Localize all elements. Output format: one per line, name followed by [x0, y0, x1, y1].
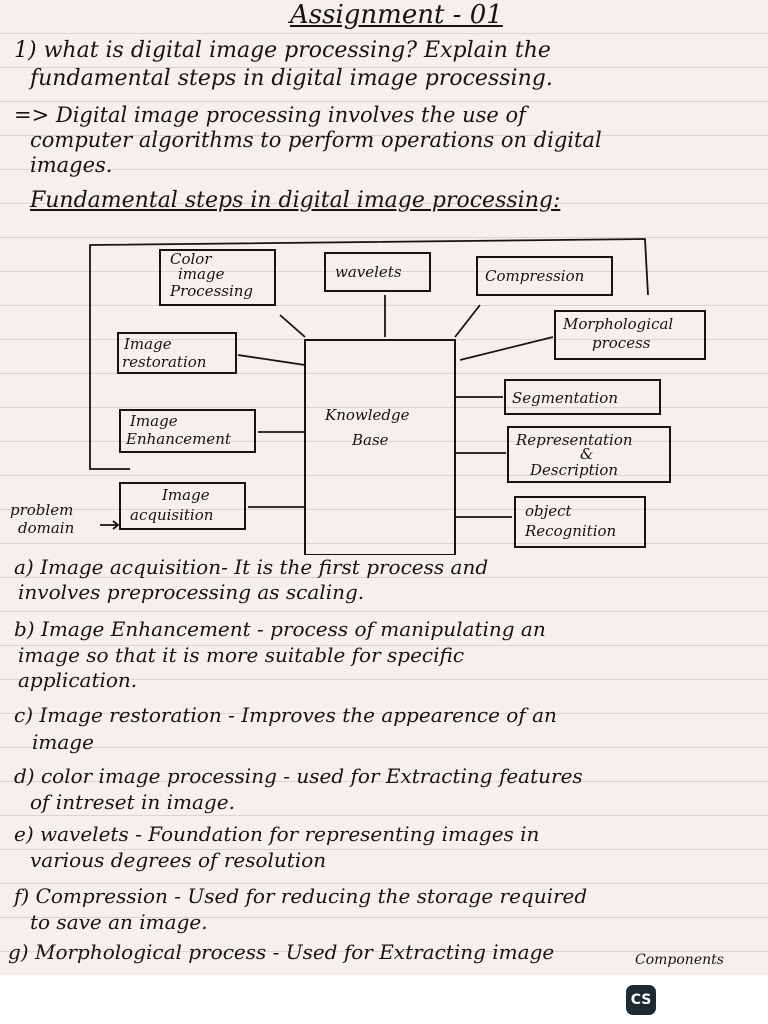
definition-d-line-1: d) color image processing - used for Ext…: [14, 764, 583, 788]
image-restoration-label-2: restoration: [122, 353, 206, 371]
question-line-1: 1) what is digital image processing? Exp…: [14, 38, 551, 63]
definition-c-line-2: image: [32, 730, 94, 754]
representation-description-box: [507, 426, 671, 483]
segmentation-label: Segmentation: [512, 389, 618, 407]
definition-g-line-2: Components: [635, 952, 724, 968]
morphological-process-label-1: Morphological: [562, 315, 673, 333]
color-image-processing-label-3: Processing: [169, 282, 253, 300]
problem-domain-label-2: domain: [18, 519, 74, 537]
color-image-processing-box: [159, 249, 276, 306]
color-to-kb-arrow: [279, 314, 306, 338]
definition-g-line-1: g) Morphological process - Used for Extr…: [8, 940, 555, 964]
object-recognition-box: [514, 496, 646, 548]
fundamental-steps-diagram: Knowledge Base Color image Processing wa…: [10, 238, 706, 555]
definition-e-line-1: e) wavelets - Foundation for representin…: [14, 822, 540, 846]
image-acquisition-label-2: acquisition: [130, 506, 213, 524]
answer-line-3: images.: [30, 153, 113, 177]
definition-f-line-2: to save an image.: [30, 910, 208, 934]
definition-a-line-1: a) Image acquisition- It is the first pr…: [14, 555, 489, 579]
compression-to-kb-arrow: [454, 304, 481, 338]
definition-b-line-3: application.: [18, 668, 138, 692]
page-title: Assignment - 01: [290, 0, 503, 30]
image-enhancement-box: [119, 409, 256, 453]
wavelets-label: wavelets: [335, 263, 402, 281]
definition-f-line-1: f) Compression - Used for reducing the s…: [14, 884, 588, 908]
image-acquisition-box: [119, 482, 246, 530]
segmentation-box: [504, 379, 661, 415]
compression-label: Compression: [485, 267, 584, 285]
answer-line-2: computer algorithms to perform operation…: [30, 128, 602, 152]
color-image-processing-label-1: Color: [170, 250, 212, 268]
image-enhancement-label-2: Enhancement: [125, 430, 232, 448]
image-restoration-label-1: Image: [123, 335, 172, 353]
color-image-processing-label-2: image: [178, 265, 225, 283]
knowledge-base-label-2: Base: [351, 431, 389, 449]
object-recognition-label-2: Recognition: [524, 522, 616, 540]
morph-to-kb-arrow: [459, 336, 554, 361]
definition-b-line-1: b) Image Enhancement - process of manipu…: [14, 617, 546, 641]
description-label: Description: [529, 461, 618, 479]
knowledge-base-label-1: Knowledge: [324, 406, 410, 424]
definition-a-line-2: involves preprocessing as scaling.: [18, 580, 365, 604]
camscanner-logo: CS: [626, 985, 656, 1015]
question-line-2: fundamental steps in digital image proce…: [30, 66, 553, 91]
ampersand-label: &: [580, 445, 593, 463]
problem-domain-arrowhead: [112, 520, 120, 530]
morphological-process-label-2: process: [592, 334, 651, 352]
representation-label: Representation: [515, 431, 633, 449]
morphological-process-box: [554, 310, 706, 360]
knowledge-base-box: [304, 339, 456, 555]
definition-e-line-2: various degrees of resolution: [30, 848, 327, 872]
definition-d-line-2: of intreset in image.: [30, 790, 235, 814]
object-recognition-label-1: object: [525, 502, 573, 520]
definition-c-line-1: c) Image restoration - Improves the appe…: [14, 703, 557, 727]
image-restoration-box: [117, 332, 237, 374]
definition-b-line-2: image so that it is more suitable for sp…: [18, 643, 465, 667]
problem-domain-label-1: problem: [10, 501, 73, 519]
image-enhancement-label-1: Image: [129, 412, 178, 430]
restoration-to-kb-arrow: [237, 354, 306, 366]
image-acquisition-label-1: Image: [161, 486, 210, 504]
diagram-heading: Fundamental steps in digital image proce…: [30, 188, 561, 213]
feedback-loop-line: [89, 238, 649, 470]
compression-box: [476, 256, 613, 296]
wavelets-box: [324, 252, 431, 292]
answer-line-1: => Digital image processing involves the…: [14, 103, 526, 127]
